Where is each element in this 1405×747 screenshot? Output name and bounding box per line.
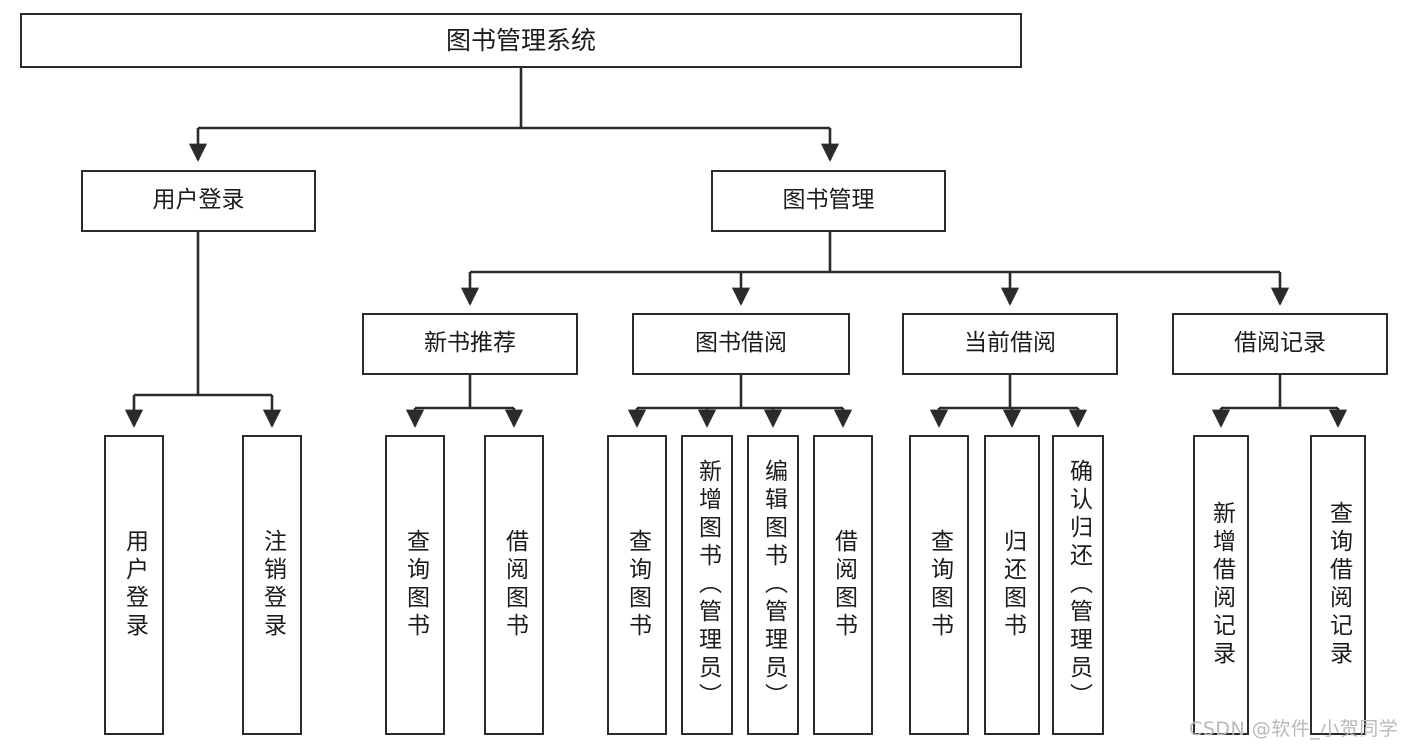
leaf-borrow-book-rec-label: 借阅图书 <box>501 529 528 641</box>
leaf-borrow-book[interactable]: 借阅图书 <box>813 435 873 735</box>
node-borrow-record[interactable]: 借阅记录 <box>1172 313 1388 375</box>
leaf-query-record-label: 查询借阅记录 <box>1325 501 1352 669</box>
leaf-edit-book-label: 编辑图书（管理员） <box>760 459 787 711</box>
node-current-borrow-label: 当前借阅 <box>964 330 1056 357</box>
node-new-book-rec-label: 新书推荐 <box>424 330 516 357</box>
leaf-logout[interactable]: 注销登录 <box>242 435 302 735</box>
leaf-query-book-borrow-label: 查询图书 <box>624 529 651 641</box>
leaf-return-book[interactable]: 归还图书 <box>984 435 1040 735</box>
node-current-borrow[interactable]: 当前借阅 <box>902 313 1118 375</box>
leaf-add-book-label: 新增图书（管理员） <box>694 459 721 711</box>
leaf-query-book-borrow[interactable]: 查询图书 <box>607 435 667 735</box>
leaf-edit-book[interactable]: 编辑图书（管理员） <box>747 435 799 735</box>
leaf-borrow-book-label: 借阅图书 <box>830 529 857 641</box>
leaf-query-book-cur[interactable]: 查询图书 <box>909 435 969 735</box>
leaf-query-book-cur-label: 查询图书 <box>926 529 953 641</box>
node-root-label: 图书管理系统 <box>445 25 596 55</box>
leaf-add-record[interactable]: 新增借阅记录 <box>1193 435 1249 735</box>
node-book-manage[interactable]: 图书管理 <box>711 170 946 232</box>
leaf-query-record[interactable]: 查询借阅记录 <box>1310 435 1366 735</box>
node-book-borrow[interactable]: 图书借阅 <box>632 313 850 375</box>
node-borrow-record-label: 借阅记录 <box>1234 330 1326 357</box>
node-new-book-rec[interactable]: 新书推荐 <box>362 313 578 375</box>
leaf-confirm-return-label: 确认归还（管理员） <box>1065 459 1092 711</box>
leaf-borrow-book-rec[interactable]: 借阅图书 <box>484 435 544 735</box>
leaf-return-book-label: 归还图书 <box>999 529 1026 641</box>
leaf-add-record-label: 新增借阅记录 <box>1208 501 1235 669</box>
leaf-user-login[interactable]: 用户登录 <box>104 435 164 735</box>
node-user-login[interactable]: 用户登录 <box>81 170 316 232</box>
leaf-query-book-rec[interactable]: 查询图书 <box>385 435 445 735</box>
leaf-logout-label: 注销登录 <box>259 529 286 641</box>
node-book-manage-label: 图书管理 <box>782 187 875 214</box>
leaf-add-book[interactable]: 新增图书（管理员） <box>681 435 733 735</box>
node-root[interactable]: 图书管理系统 <box>20 13 1022 68</box>
csdn-watermark: CSDN @软件_小贺同学 <box>1189 718 1399 740</box>
node-user-login-label: 用户登录 <box>152 187 245 214</box>
leaf-query-book-rec-label: 查询图书 <box>402 529 429 641</box>
leaf-confirm-return[interactable]: 确认归还（管理员） <box>1052 435 1104 735</box>
node-book-borrow-label: 图书借阅 <box>695 330 787 357</box>
leaf-user-login-label: 用户登录 <box>121 529 148 641</box>
